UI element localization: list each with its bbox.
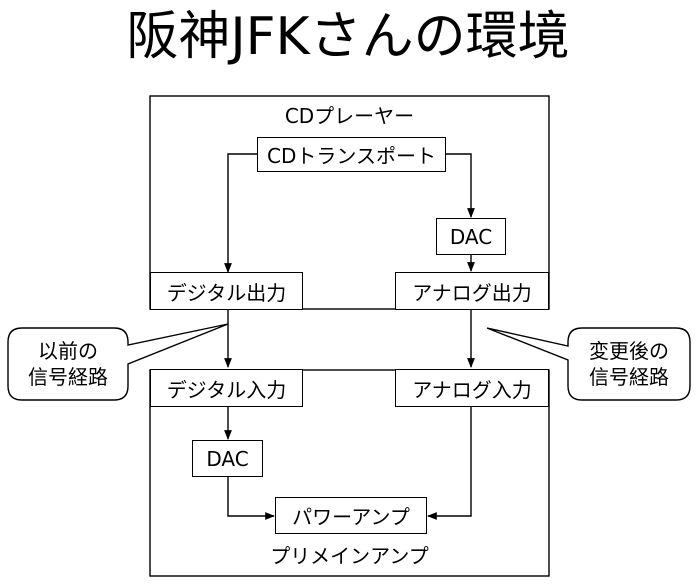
analog-in-box: アナログ入力 bbox=[395, 369, 549, 407]
arrow-analog-in-to-power-amp bbox=[427, 407, 472, 520]
preamp-dac-box: DAC bbox=[192, 440, 263, 477]
arrow-transport-to-dac bbox=[445, 153, 475, 218]
analog-out-box: アナログ出力 bbox=[395, 272, 549, 310]
digital-in-box: デジタル入力 bbox=[150, 369, 303, 407]
cd-player-label: CDプレーヤー bbox=[284, 104, 415, 128]
cd-dac-box: DAC bbox=[436, 218, 506, 255]
arrow-transport-to-digital-out bbox=[224, 153, 258, 273]
preamp-frame bbox=[149, 369, 550, 577]
arrow-dac-to-power-amp bbox=[227, 477, 275, 520]
cd-player-frame bbox=[149, 95, 550, 310]
page-title: 阪神JFKさんの環境 bbox=[126, 7, 570, 67]
cd-transport-box: CDトランスポート bbox=[257, 137, 446, 172]
preamp-label: プリメインアンプ bbox=[270, 544, 429, 568]
digital-out-box: デジタル出力 bbox=[150, 272, 303, 310]
callout-before-bubble bbox=[7, 323, 229, 401]
callout-before-text: 以前の 信号経路 bbox=[28, 339, 108, 389]
callout-after-bubble bbox=[486, 327, 691, 401]
callout-after-text: 変更後の 信号経路 bbox=[589, 339, 669, 389]
power-amp-box: パワーアンプ bbox=[275, 497, 427, 534]
